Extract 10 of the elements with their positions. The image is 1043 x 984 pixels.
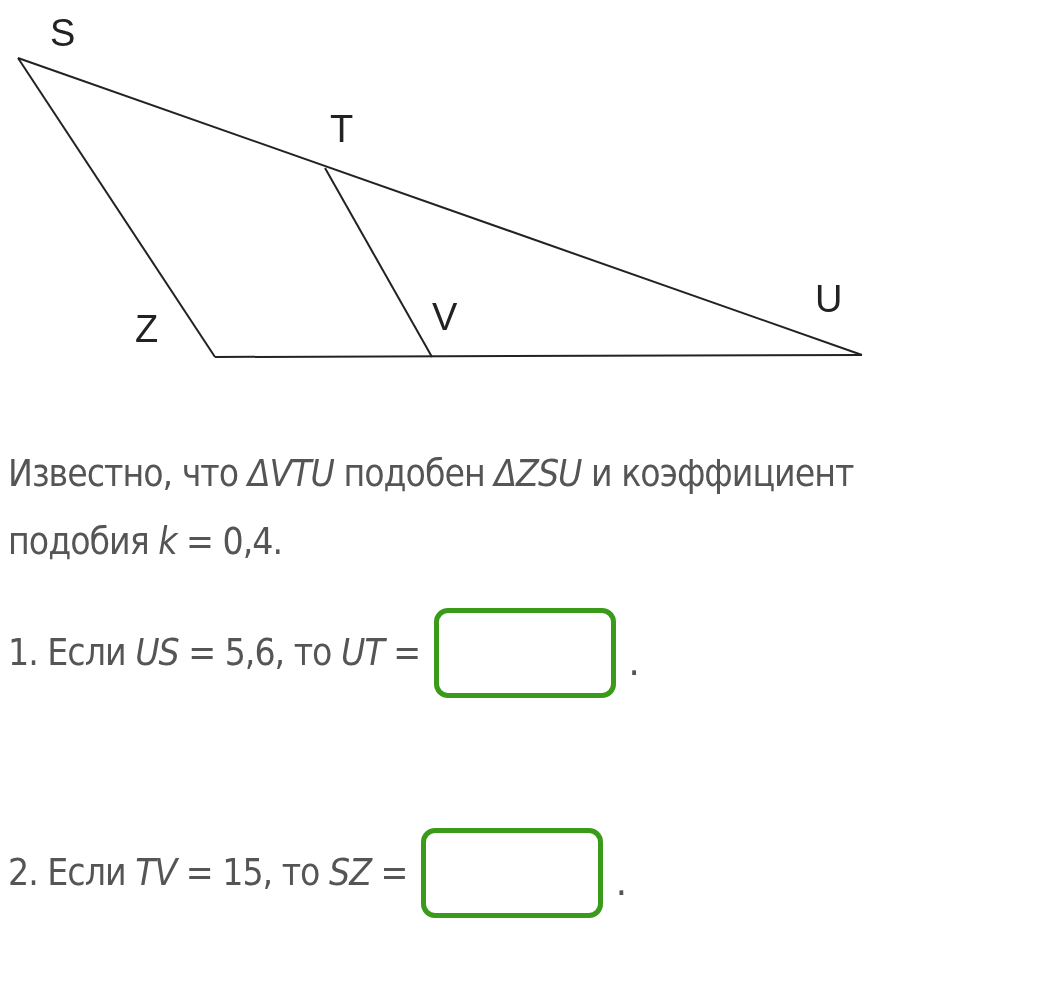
point-label: T	[330, 110, 354, 148]
point-label: U	[815, 280, 843, 318]
punctuation: .	[628, 641, 640, 684]
problem-statement: Известно, что ΔVTU подобен ΔZSU и коэффициент подобия k = 0,4.	[8, 451, 855, 565]
punctuation: .	[615, 861, 628, 904]
question-text: 1. Если US = 5,6, то UT =	[8, 630, 421, 676]
point-label: S	[50, 14, 76, 52]
point-label: V	[432, 298, 458, 336]
point-label: Z	[135, 310, 159, 348]
question-text: 2. Если TV = 15, то SZ =	[8, 850, 408, 896]
